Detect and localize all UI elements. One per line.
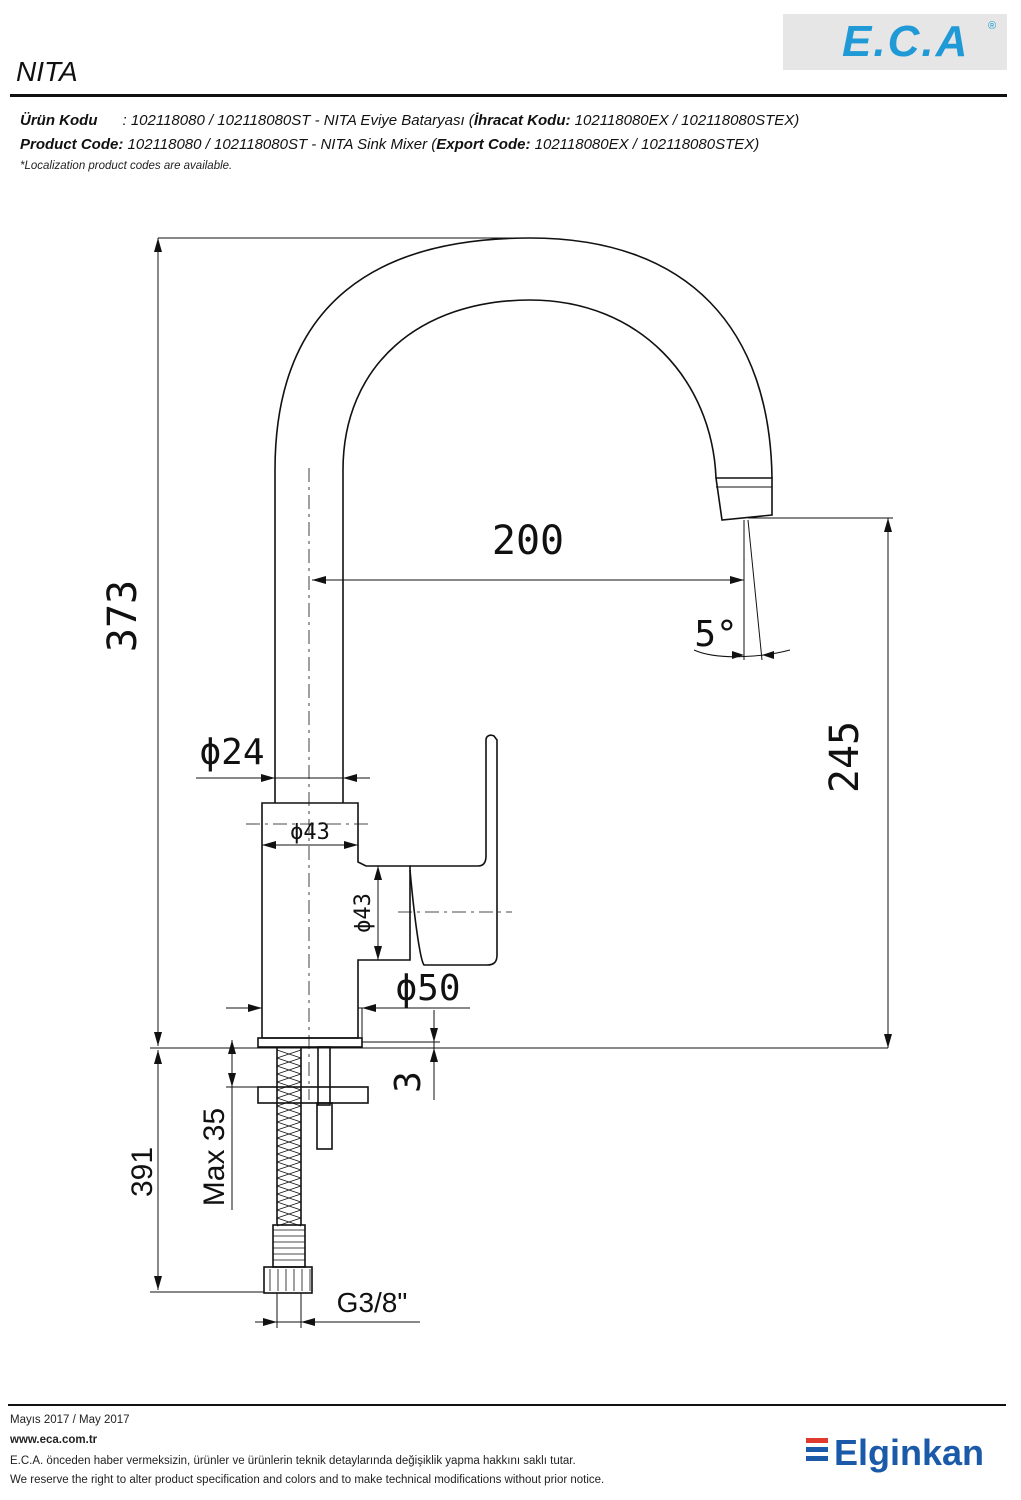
page-title: NITA xyxy=(16,56,78,87)
eca-logo: E.C.A xyxy=(842,17,970,66)
mixer-body xyxy=(261,802,411,1039)
dim-angle: 5° xyxy=(694,614,737,655)
dim-spout-height: 245 xyxy=(822,721,868,793)
code-text-en: 102118080 / 102118080ST - NITA Sink Mixe… xyxy=(123,136,437,153)
code-text-tr: : 102118080 / 102118080ST - NITA Eviye B… xyxy=(122,112,474,129)
code-label-en: Product Code: xyxy=(20,136,124,153)
hose-ferrule xyxy=(272,1224,306,1268)
dim-body-diameter-side: ϕ43 xyxy=(351,893,376,933)
product-code-en: Product Code: 102118080 / 102118080ST - … xyxy=(20,136,759,153)
export-text-tr: 102118080EX / 102118080STEX) xyxy=(570,112,800,129)
base-plate xyxy=(257,1037,363,1048)
footer-divider xyxy=(8,1404,1006,1406)
header-divider xyxy=(10,94,1007,97)
export-label-tr: İhracat Kodu: xyxy=(473,112,571,129)
hose-nut xyxy=(263,1266,313,1294)
dim-base-diameter: ϕ50 xyxy=(395,968,460,1009)
export-label-en: Export Code: xyxy=(436,136,531,153)
dim-max-counter: Max 35 xyxy=(198,1108,231,1206)
export-text-en: 102118080EX / 102118080STEX) xyxy=(530,136,760,153)
spout-outer-line xyxy=(274,237,773,803)
footer-website-link[interactable]: www.eca.com.tr xyxy=(10,1434,98,1446)
dim-spout-diameter: ϕ24 xyxy=(199,732,264,773)
footer-disclaimer-tr: E.C.A. önceden haber vermeksizin, ürünle… xyxy=(10,1455,576,1467)
dim-body-diameter-top: ϕ43 xyxy=(290,820,330,845)
footer-date: Mayıs 2017 / May 2017 xyxy=(10,1414,130,1426)
fixing-bolt xyxy=(316,1102,333,1150)
elginkan-logo: Elginkan xyxy=(834,1432,985,1473)
dim-reach: 200 xyxy=(492,518,564,564)
hose xyxy=(276,1047,302,1225)
dim-hose-length: 391 xyxy=(126,1147,159,1197)
footer-disclaimer-en: We reserve the right to alter product sp… xyxy=(10,1474,605,1486)
hose-braid xyxy=(269,1049,311,1291)
code-label-tr: Ürün Kodu xyxy=(20,112,98,129)
dim-thread: G3/8" xyxy=(337,1287,408,1318)
elginkan-mark-icon xyxy=(806,1438,828,1466)
localization-note: *Localization product codes are availabl… xyxy=(20,160,233,172)
dim-base-thickness: 3 xyxy=(388,1071,429,1093)
spout-inner-line xyxy=(342,299,717,803)
logo-background xyxy=(783,14,1007,70)
threaded-rod xyxy=(317,1046,331,1106)
product-code-tr: Ürün Kodu : 102118080 / 102118080ST - NI… xyxy=(20,112,799,129)
dim-total-height: 373 xyxy=(100,580,146,652)
registered-mark: ® xyxy=(988,20,997,32)
lever-handle xyxy=(409,734,498,966)
fixing-nut xyxy=(257,1086,369,1104)
spout-tip xyxy=(715,477,773,521)
